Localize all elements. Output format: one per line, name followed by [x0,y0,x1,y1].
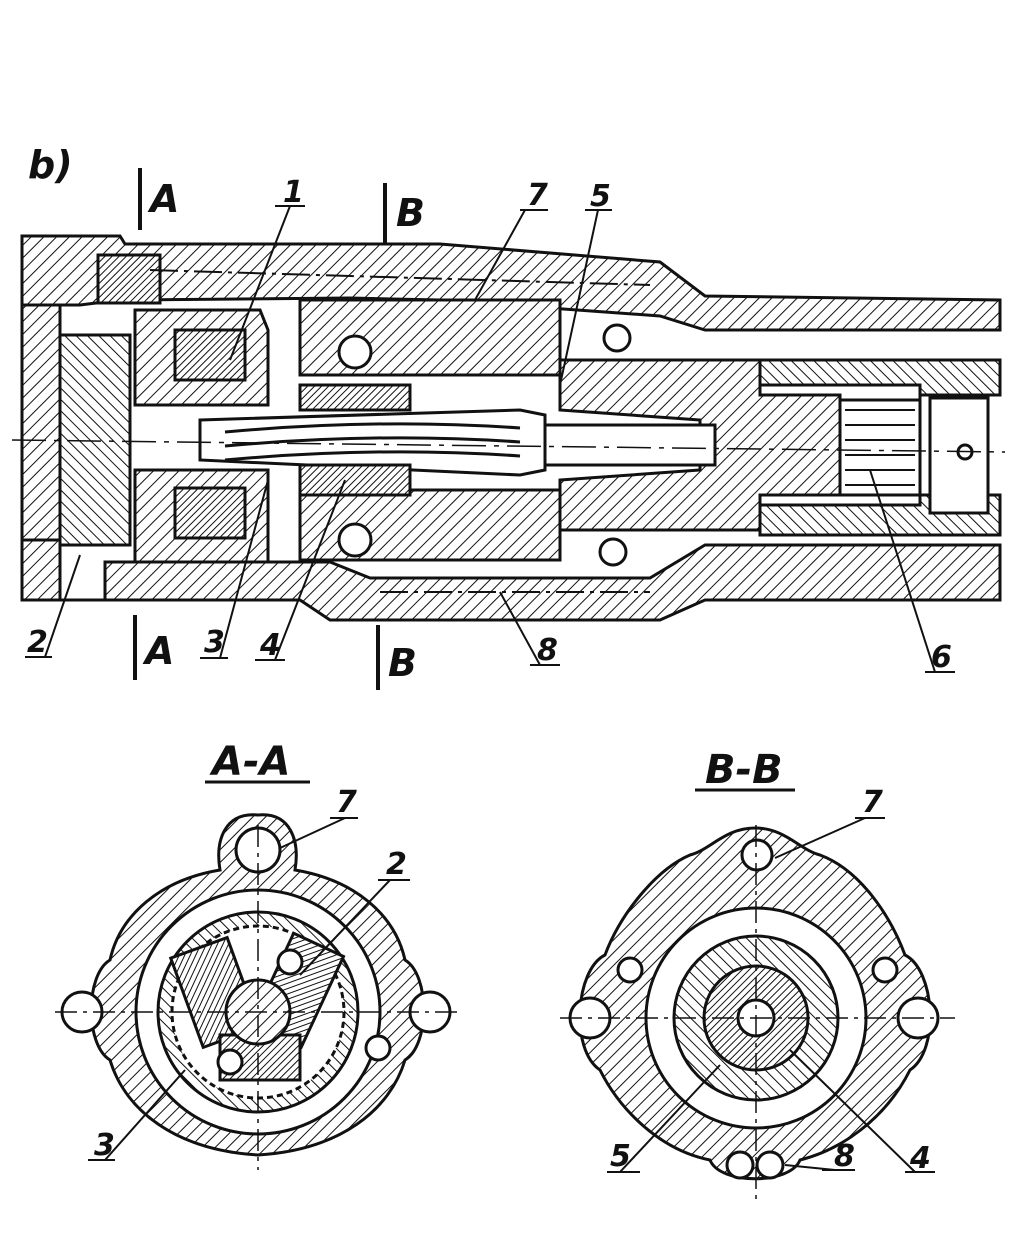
section-a-a-title: A-A [209,739,291,785]
leader-7 [474,209,548,301]
main-section-view [11,168,1006,690]
section-mark-b-top: B [396,191,425,235]
section-b-b-callout-5: 5 [610,1139,631,1174]
socket-6 [758,358,1002,537]
leader-4 [255,479,346,661]
leader-5 [559,209,612,386]
ring-gear-housing [298,298,562,377]
section-b-b-callout-8: 8 [834,1139,855,1174]
sleeve-4 [298,463,412,497]
panel-letter: b) [28,143,73,187]
bolt-head-top [96,253,162,305]
section-a-a-callout-7: 7 [336,785,357,820]
rear-cover [58,333,132,547]
leader-6 [869,469,955,673]
leader-1 [229,205,305,361]
spindle-bore [543,423,717,467]
section-b-b-title: B-B [705,747,783,793]
gear-upper [173,328,247,382]
section-a-a-callout-2: 2 [386,847,407,882]
section-b-b-callout-7: 7 [862,785,883,820]
section-mark-a-bottom: A [142,629,174,673]
callout-6: 6 [931,640,952,675]
socket-splines [838,398,922,497]
callout-3: 3 [204,625,225,660]
ring-gear-housing-lower [298,488,562,562]
callout-5: 5 [590,179,611,214]
sleeve-4-top [298,383,412,412]
housing-lower [20,538,1002,622]
callout-8: 8 [537,633,558,668]
section-mark-b-bottom: B [388,641,417,685]
section-a-a-view [55,780,460,1170]
section-a-a-callout-3: 3 [94,1128,115,1163]
callout-7: 7 [527,178,548,213]
callout-1: 1 [283,175,304,210]
leader-2 [25,554,81,658]
left-end-cap [20,303,62,542]
callout-4: 4 [259,628,281,663]
leader-8 [499,591,560,666]
section-b-b-view [560,788,955,1200]
gear-lower [173,486,247,540]
callout-2: 2 [27,625,48,660]
leader-3 [200,479,269,659]
section-mark-a-top: A [147,177,179,221]
section-b-b-callout-4: 4 [909,1141,931,1176]
